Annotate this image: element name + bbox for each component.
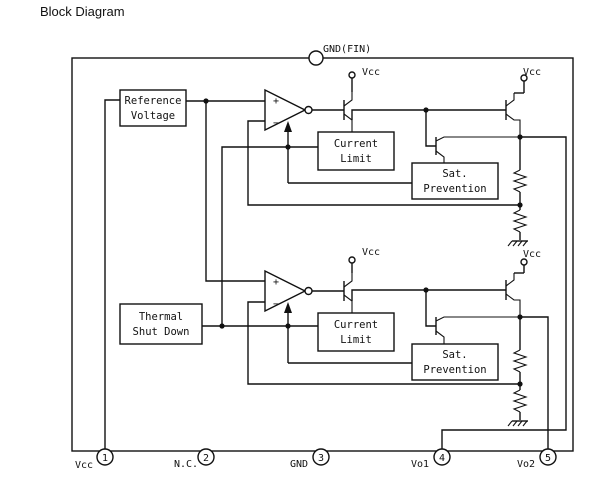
pin-5-label: Vo2 [517,459,535,470]
pin-2-number: 2 [203,453,209,464]
ground-hatch [507,240,513,247]
sat-transistor2-emitter [435,330,445,344]
pin-5 [539,448,557,466]
vcc-terminal [520,258,528,266]
opamp1-minus: − [273,118,279,129]
wire-sat2-base [425,290,436,327]
reference-voltage-label-1: Reference [125,95,182,107]
junction [517,381,523,387]
vcc-label: Vcc [362,67,380,78]
sat-prevention-2-label-1: Sat. [442,349,467,361]
wire-output1-to-pin4 [441,136,567,449]
vcc-label: Vcc [523,249,541,260]
opamp2-control-arrow [284,302,292,313]
transistor2-collector [343,273,353,288]
current-limit-block-2 [317,312,395,352]
pass-transistor1-emitter [505,113,521,137]
sat-prevention-label-1: Sat. [442,168,467,180]
ground-hatch [522,420,528,427]
ground-hatch [512,240,518,247]
thermal-label-2: Shut Down [133,326,190,338]
transistor1-emitter [343,113,353,132]
wire-driver1-to-pass1 [351,109,506,120]
pin-5-number: 5 [545,453,551,464]
resistor-r2 [512,209,528,233]
reference-voltage-label-2: Voltage [131,110,175,122]
wire-output2-to-pin5 [520,316,549,449]
junction [517,202,523,208]
pin-3 [312,448,330,466]
resistor-r1 [512,169,528,193]
wire-driver2-to-pass2 [351,289,506,301]
pin-1-number: 1 [102,453,108,464]
sat-prevention-block-2 [411,343,499,381]
pin-1 [96,448,114,466]
sat-transistor1-collector [435,136,520,142]
reference-voltage-block [119,89,187,127]
opamp2-minus: − [273,299,279,310]
pin-3-label: GND [290,459,308,470]
current-limit-2-label-1: Current [334,319,378,331]
current-limit-block-1 [317,131,395,171]
resistor-r3 [512,349,528,373]
thermal-label-1: Thermal [139,311,183,323]
wire-sat1-base [425,110,436,147]
pin-4-label: Vo1 [411,459,429,470]
current-limit-2-label-2: Limit [340,334,372,346]
ground-hatch [517,240,523,247]
wire-thermal-to-opamp1 [202,146,288,327]
gnd-fin-label: GND(FIN) [323,44,371,55]
vcc-terminal [520,74,528,82]
ground-hatch [512,420,518,427]
current-limit-label-2: Limit [340,153,372,165]
vcc-label: Vcc [523,67,541,78]
wire-feedback2 [247,301,520,385]
ground-hatch [517,420,523,427]
opamp1-plus: + [273,96,279,107]
vcc-terminal [348,256,356,264]
thermal-shutdown-block [119,303,203,345]
pin-2-label: N.C. [174,459,198,470]
pin-3-number: 3 [318,453,324,464]
transistor2-emitter [343,294,353,313]
opamp1 [264,88,307,132]
opamp1-output-bubble [304,105,313,115]
current-limit-label-1: Current [334,138,378,150]
transistor1-collector [343,92,353,107]
ground-hatch [522,240,528,247]
pin-2 [197,448,215,466]
sat-transistor2-collector [435,316,520,322]
sat-prevention-block-1 [411,162,499,200]
sat-prevention-2-label-2: Prevention [423,364,486,376]
sat-prevention-label-2: Prevention [423,183,486,195]
vcc-label: Vcc [362,247,380,258]
resistor-r4 [512,389,528,413]
vcc-terminal [348,71,356,79]
wire-reference-to-opamp2 [205,101,270,282]
ground-hatch [507,420,513,427]
gnd-fin-terminal [308,50,324,66]
wire-vcc-to-reference [104,99,120,449]
pin-4-number: 4 [439,453,445,464]
diagram-title: Block Diagram [40,4,125,19]
pass-transistor2-collector [505,273,515,287]
opamp1-control-arrow [284,121,292,132]
pin-1-label: Vcc [75,460,93,471]
pin-4 [433,448,451,466]
pass-transistor2-emitter [505,293,521,317]
opamp2-plus: + [273,277,279,288]
sat-transistor1-emitter [435,150,445,163]
opamp2-output-bubble [304,286,313,296]
opamp2 [264,269,307,313]
wire-feedback1 [247,120,520,206]
pass-transistor1-collector [505,93,515,107]
